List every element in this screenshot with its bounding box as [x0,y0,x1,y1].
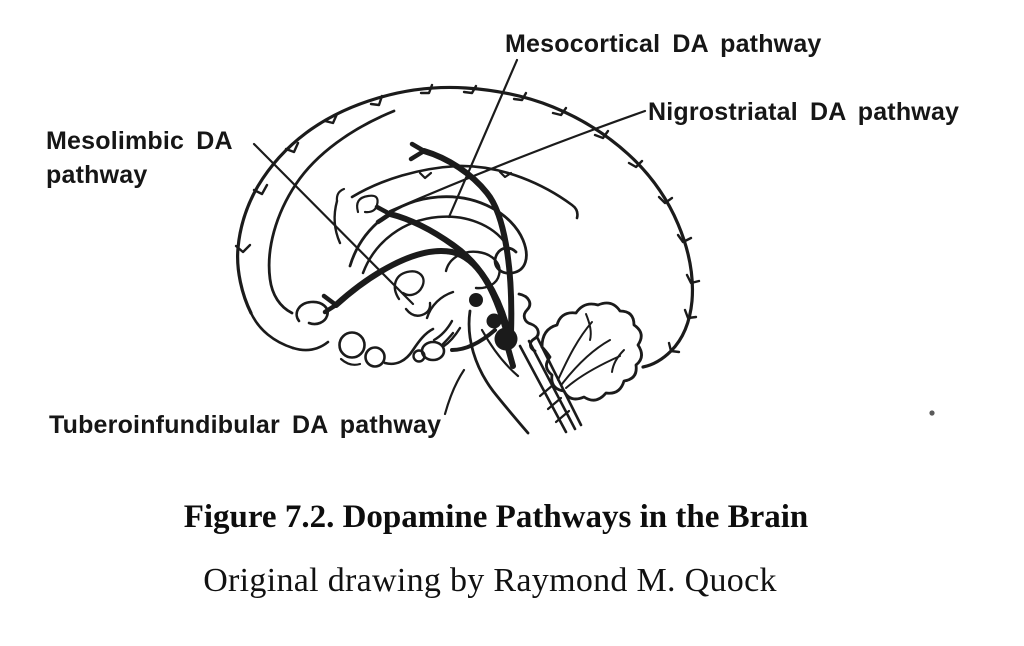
pathway-origin-dots [469,293,518,351]
cortex-outline [236,85,695,369]
tuberoinfundibular-leader-line [443,368,466,416]
brainstem [467,309,583,435]
figure-caption-credit: Original drawing by Raymond M. Quock [203,562,777,599]
cingulate-sulcus-line [333,164,579,245]
nigrostriatal-pathway-arc [374,204,511,334]
cortex-gyri-ticks [234,83,701,354]
hypothalamus-pituitary [393,270,462,363]
label-mesocortical-pathway: Mesocortical DA pathway [505,30,822,58]
medial-frontal-line [267,109,396,315]
label-nigrostriatal-pathway: Nigrostriatal DA pathway [648,98,960,126]
figure-caption-title: Figure 7.2. Dopamine Pathways in the Bra… [183,499,809,535]
cerebellum-folia [557,313,625,389]
tuberoinfundibular-pathway-arc [450,328,497,352]
mesocortical-pathway-arc [408,141,515,336]
label-leader-lines [252,58,647,416]
mesocortical-leader-line [447,58,519,219]
cerebellum [540,301,643,402]
mesolimbic-leader-line [252,142,415,306]
print-speck [929,410,935,416]
label-mesolimbic-pathway: Mesolimbic DA pathway [46,127,232,189]
label-tuberoinfundibular-pathway: Tuberoinfundibular DA pathway [49,411,442,439]
basal-structures [249,300,435,368]
nigrostriatal-leader-line [388,109,647,213]
